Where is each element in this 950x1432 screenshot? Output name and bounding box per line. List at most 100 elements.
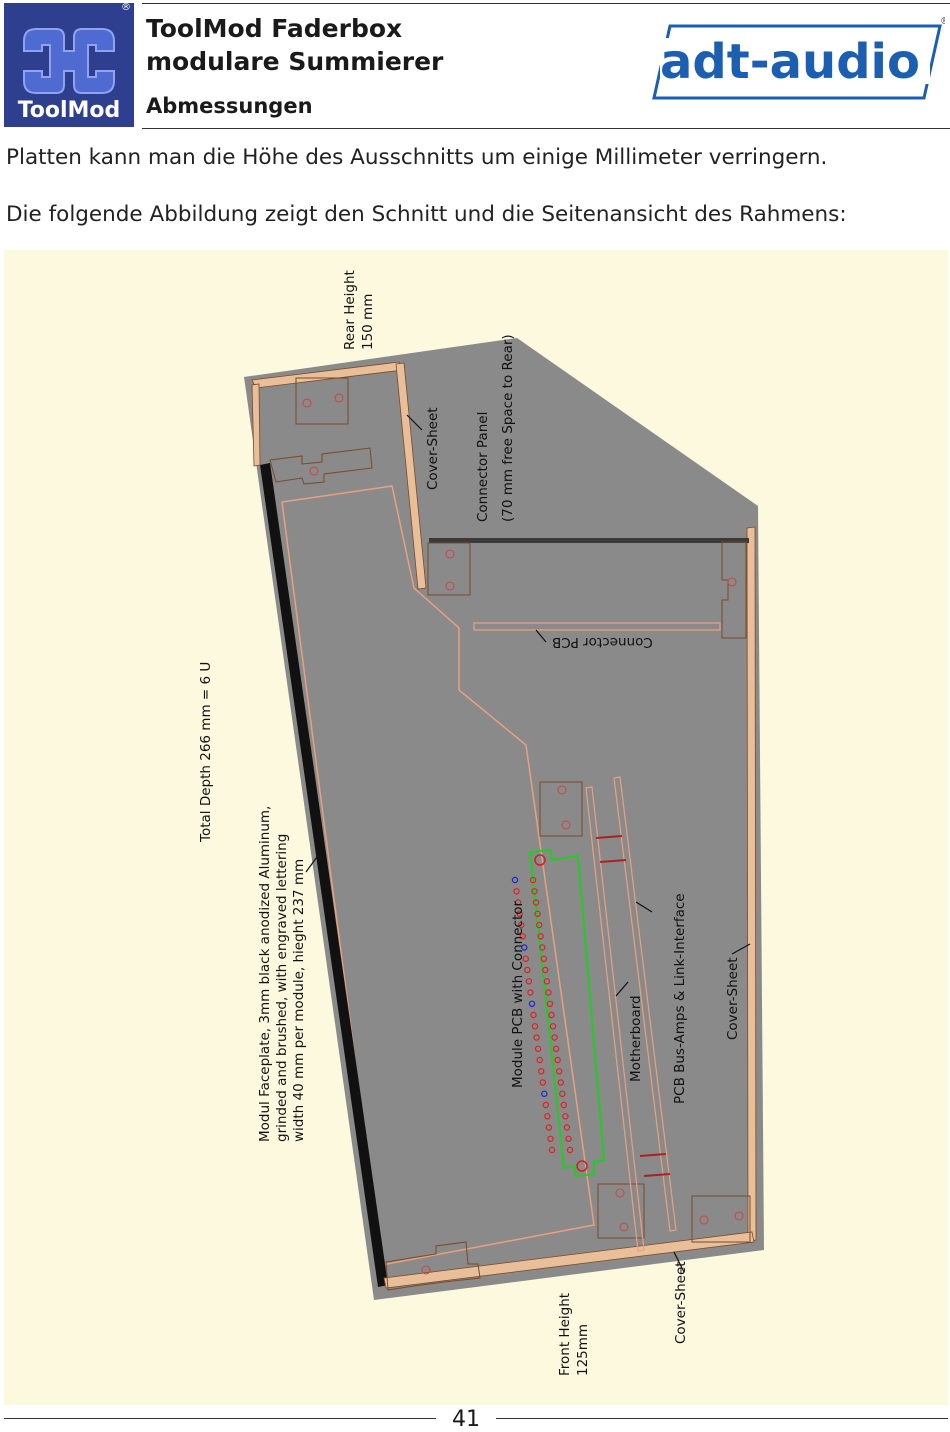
connector-pin [554, 1056, 561, 1064]
bracket-right-top [721, 541, 747, 639]
bus-pcb-strip [613, 776, 677, 1232]
label-pcb-bus: PCB Bus-Amps & Link-Interface [672, 893, 688, 1104]
bracket-rear-top [295, 377, 349, 425]
connector-pin [545, 1124, 553, 1131]
label-cover-sheet-top: Cover-Sheet [425, 407, 441, 490]
connector-pin [513, 888, 520, 895]
connector-pin [557, 1079, 565, 1086]
connector-pin [547, 1135, 554, 1143]
rear-cover-sheet [395, 362, 427, 590]
connector-pin [514, 899, 522, 906]
footer-rule-right [496, 1418, 948, 1419]
connector-pin [545, 989, 552, 996]
connector-pcb-strip [473, 622, 721, 631]
connector-pin [531, 888, 538, 895]
brand-registered-mark: ® [940, 16, 945, 27]
module-pcb-mount-bottom [576, 1160, 588, 1172]
label-faceplate: Modul Faceplate, 3mm black anodized Alum… [257, 806, 307, 1142]
connector-pin [551, 1034, 558, 1041]
toolmod-logo: ® ToolMod [4, 2, 134, 127]
connector-pin [543, 978, 551, 985]
connector-pin [524, 966, 531, 974]
faceplate-bar [260, 463, 388, 1287]
bracket-faceplate-top [269, 447, 373, 485]
leader-cover-sheet-top [406, 414, 423, 431]
connector-pin [563, 1124, 571, 1131]
connector-pin [549, 1023, 557, 1030]
connector-pin [548, 1146, 556, 1154]
leader-cover-sheet-right [731, 943, 751, 955]
connector-pin [534, 1045, 542, 1053]
connector-pin [542, 966, 549, 974]
inner-outline [281, 485, 595, 1266]
connector-pin [534, 910, 541, 918]
left-frame-edge [251, 383, 261, 467]
label-cover-sheet-right: Cover-Sheet [725, 957, 741, 1040]
label-cover-sheet-bottom: Cover-Sheet [673, 1261, 689, 1344]
connector-pin [565, 1135, 572, 1143]
registered-mark: ® [121, 2, 131, 13]
header-rule-top [142, 3, 950, 4]
toolmod-emblem-icon [23, 28, 115, 94]
document-title-line1: ToolMod Faderbox [146, 14, 403, 43]
leader-faceplate [305, 849, 323, 873]
connector-pin [541, 1090, 548, 1098]
right-cover-sheet [746, 526, 757, 1242]
footer-rule-left [4, 1418, 436, 1419]
connector-pin [566, 1146, 574, 1154]
bracket-motherboard-top [539, 781, 583, 837]
connector-pin-rows [511, 876, 574, 1154]
connector-pin [559, 1090, 566, 1098]
connector-pin [539, 944, 546, 951]
connector-pin [511, 876, 519, 884]
connector-pin [522, 955, 530, 963]
module-pcb-outline [528, 848, 606, 1178]
leader-connector-pcb [535, 629, 547, 643]
motherboard-connectors [595, 835, 671, 1177]
connector-pin [552, 1045, 560, 1053]
connector-panel [429, 538, 749, 543]
connector-pin [538, 1068, 545, 1075]
connector-pin [548, 1011, 555, 1019]
connector-pin [542, 1101, 550, 1109]
toolmod-logo-text: ToolMod [17, 98, 121, 123]
document-title-line2: modulare Summierer [146, 47, 444, 76]
adt-audio-logo-text: adt-audio [660, 34, 920, 90]
connector-pin [540, 955, 548, 963]
connector-pin [532, 899, 540, 906]
adt-audio-logo: adt-audio ® [652, 16, 945, 100]
connector-pin [560, 1101, 568, 1109]
connector-pin [528, 1000, 536, 1008]
bracket-faceplate-bottom [385, 1241, 481, 1291]
connector-pin [544, 1113, 551, 1120]
connector-pin [521, 944, 528, 951]
header-rule-bottom [142, 128, 950, 129]
bracket-right-bottom [691, 1195, 751, 1243]
bottom-cover-sheet [383, 1231, 755, 1289]
module-pcb-mount-top [534, 854, 546, 866]
label-module-pcb: Module PCB with Connector [510, 900, 526, 1088]
connector-pin [562, 1113, 569, 1120]
label-connector-pcb: Connector PCB [552, 634, 653, 650]
leader-bus-pcb [635, 901, 653, 913]
paragraph-figure-intro: Die folgende Abbildung zeigt den Schnitt… [6, 202, 847, 227]
connector-pin [546, 1000, 554, 1008]
connector-pin [525, 978, 533, 985]
connector-pin [518, 921, 525, 929]
document-section-subtitle: Abmessungen [146, 94, 313, 118]
frame-body [244, 338, 764, 1300]
connector-pin [527, 989, 534, 996]
connector-pin [531, 1023, 539, 1030]
connector-pin [539, 1079, 547, 1086]
leader-cover-sheet-bottom [673, 1251, 685, 1273]
label-total-depth: Total Depth 266 mm = 6 U [198, 662, 214, 843]
page-number: 41 [452, 1407, 480, 1432]
connector-pin [536, 1056, 543, 1064]
leader-motherboard [615, 981, 629, 997]
label-motherboard: Motherboard [628, 995, 644, 1082]
bracket-connector-panel [427, 542, 471, 596]
motherboard-strip [585, 786, 645, 1252]
